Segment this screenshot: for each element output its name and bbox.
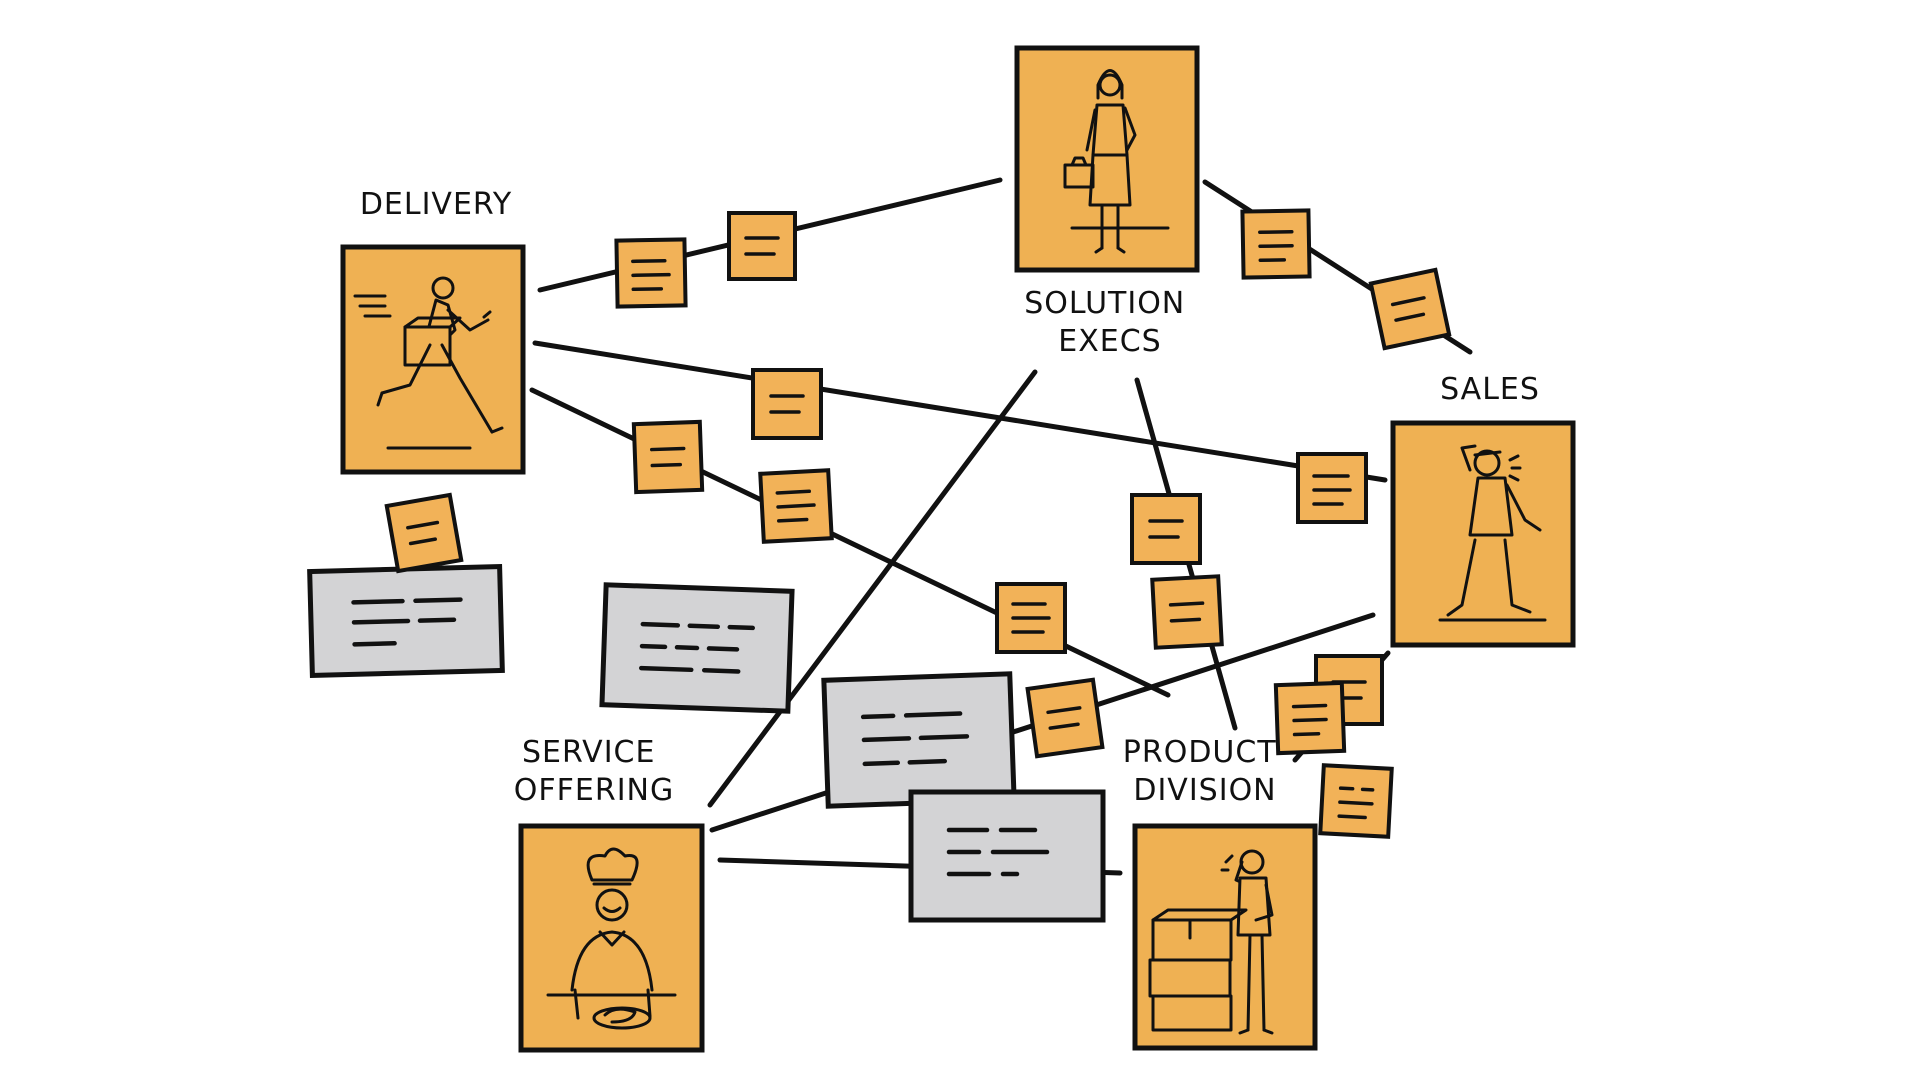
sticky-note-icon: [1240, 208, 1312, 280]
solution-execs-label: SOLUTION EXECS: [1024, 286, 1196, 359]
sticky-note-icon: [1130, 493, 1202, 565]
sticky-note-icon: [1150, 574, 1224, 650]
sticky-note-icon: [614, 237, 688, 309]
node-solution-execs: SOLUTION EXECS: [1014, 45, 1200, 359]
sticky-note-icon: [995, 582, 1067, 654]
sticky-note-icon: [1368, 267, 1452, 351]
chef-serving-dish-icon: [546, 847, 677, 1030]
node-product-division: PRODUCT DIVISION: [1123, 735, 1318, 1051]
product-division-label: PRODUCT DIVISION: [1123, 735, 1287, 808]
solution-execs-card: [1014, 45, 1200, 273]
sticky-note-icon: [384, 492, 464, 574]
sticky-note-icon: [1318, 763, 1394, 839]
gray-card-2: [599, 582, 795, 714]
delivery-label: DELIVERY: [360, 187, 512, 222]
sticky-note-icon: [751, 368, 823, 440]
node-delivery: DELIVERY: [340, 187, 526, 475]
gray-card-4: [908, 789, 1106, 923]
running-courier-with-box-icon: [353, 276, 504, 450]
sticky-note-icon: [1025, 677, 1105, 759]
sticky-note-icon: [631, 419, 705, 495]
node-service-offering: SERVICE OFFERING: [514, 735, 705, 1053]
salesman-on-phone-walking-icon: [1438, 444, 1547, 622]
sticky-note-icon: [727, 211, 797, 281]
gray-card-3: [821, 671, 1017, 809]
service-offering-label: SERVICE OFFERING: [514, 735, 674, 808]
sales-label: SALES: [1440, 372, 1540, 407]
sticky-note-icon: [1296, 452, 1368, 524]
businesswoman-with-briefcase-icon: [1063, 69, 1170, 254]
sticky-note-icon: [758, 468, 834, 544]
sticky-note-icon: [1273, 680, 1347, 756]
gray-card-1: [307, 563, 505, 679]
connector-delivery-sales: [532, 340, 1388, 483]
delivery-card: [340, 244, 526, 475]
sticky-notes: [384, 208, 1452, 839]
connector-solution-service: [707, 369, 1038, 808]
node-sales: SALES: [1390, 372, 1576, 648]
man-on-phone-with-boxes-icon: [1148, 849, 1274, 1035]
